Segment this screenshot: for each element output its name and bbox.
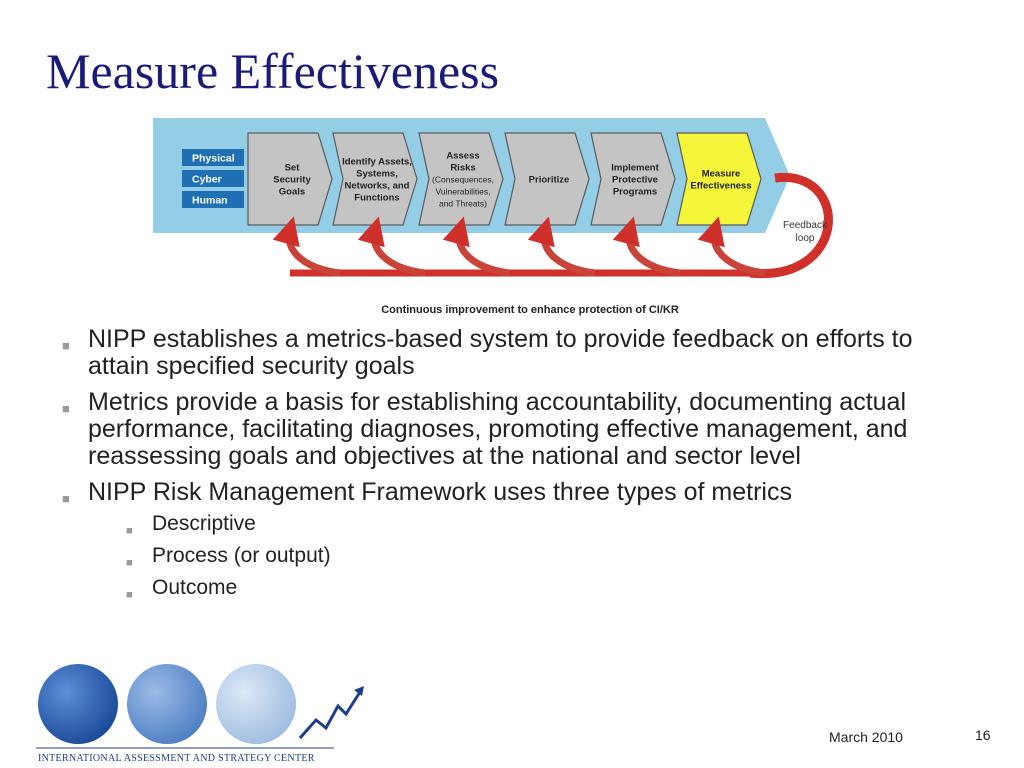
feedback-arc-4 bbox=[527, 216, 596, 277]
feedback-arc-5 bbox=[612, 216, 681, 277]
sub-bullet-square-icon: ■ bbox=[126, 557, 133, 569]
bullet-square-icon: ■ bbox=[62, 401, 70, 416]
process-step-4: Prioritize bbox=[504, 132, 590, 226]
step-label-line: Systems, bbox=[356, 169, 398, 180]
sub-bullet-item: ■ Outcome bbox=[126, 574, 962, 602]
bullet-text: Metrics provide a basis for establishing… bbox=[88, 388, 908, 470]
feedback-label-line-1: Feedback bbox=[783, 220, 828, 231]
sub-bullet-item: ■ Descriptive bbox=[126, 510, 962, 538]
feedback-loop-arrow bbox=[749, 172, 833, 279]
sub-bullet-text: Process (or output) bbox=[152, 544, 331, 567]
feedback-arc-2 bbox=[357, 216, 426, 277]
step-label-line: (Consequences, bbox=[432, 175, 494, 185]
diagram-caption: Continuous improvement to enhance protec… bbox=[381, 304, 679, 316]
category-label: Human bbox=[192, 195, 228, 207]
sub-bullet-square-icon: ■ bbox=[126, 525, 133, 537]
sub-bullet-text: Descriptive bbox=[152, 512, 256, 535]
step-label-line: Vulnerabilities, bbox=[436, 187, 491, 197]
feedback-arc-3 bbox=[442, 216, 511, 277]
iasc-globes-logo bbox=[36, 664, 364, 749]
slide-title: Measure Effectiveness bbox=[46, 43, 500, 99]
bullet-square-icon: ■ bbox=[62, 491, 70, 506]
category-box-physical bbox=[182, 149, 244, 166]
process-step-2: Identify Assets,Systems,Networks, andFun… bbox=[332, 132, 418, 226]
feedback-arc-6 bbox=[697, 216, 766, 277]
bullet-square-icon: ■ bbox=[62, 338, 70, 353]
step-label-line: Assess bbox=[446, 151, 479, 162]
bullet-item: ■ NIPP establishes a metrics-based system… bbox=[62, 326, 962, 380]
step-label-line: Networks, and bbox=[345, 181, 410, 192]
bullet-item: ■ NIPP Risk Management Framework uses thr… bbox=[62, 479, 962, 602]
step-label-line: Measure bbox=[702, 169, 741, 180]
slide-date: March 2010 bbox=[829, 729, 903, 745]
bullet-text: NIPP establishes a metrics-based system … bbox=[88, 325, 913, 380]
category-box-human bbox=[182, 191, 244, 208]
bullet-text: NIPP Risk Management Framework uses thre… bbox=[88, 478, 792, 506]
globe-dark bbox=[38, 664, 118, 744]
step-label-line: Security bbox=[273, 175, 311, 186]
step-label-line: and Threats) bbox=[439, 199, 487, 209]
feedback-arc-1 bbox=[272, 216, 341, 277]
growth-line bbox=[298, 691, 362, 739]
step-label-line: Protective bbox=[612, 175, 658, 186]
step-label-line: Prioritize bbox=[529, 175, 570, 186]
logo-text: INTERNATIONAL ASSESSMENT AND STRATEGY CE… bbox=[38, 753, 315, 764]
feedback-label-line-2: loop bbox=[796, 233, 815, 244]
step-label-line: Set bbox=[285, 163, 301, 174]
bullet-list: ■ NIPP establishes a metrics-based system… bbox=[62, 326, 962, 611]
category-box-cyber bbox=[182, 170, 244, 187]
sub-bullet-text: Outcome bbox=[152, 576, 238, 599]
category-label: Cyber bbox=[192, 174, 222, 186]
step-label-line: Identify Assets, bbox=[342, 157, 412, 168]
bullet-item: ■ Metrics provide a basis for establishin… bbox=[62, 389, 962, 470]
page-number: 16 bbox=[975, 727, 991, 743]
step-label-line: Functions bbox=[354, 193, 399, 204]
sub-bullet-square-icon: ■ bbox=[126, 589, 133, 601]
globe-light bbox=[216, 664, 296, 744]
step-label-line: Goals bbox=[279, 187, 305, 198]
globe-medium bbox=[127, 664, 207, 744]
step-label-line: Effectiveness bbox=[690, 181, 751, 192]
step-label-line: Implement bbox=[611, 163, 659, 174]
step-label-line: Programs bbox=[613, 187, 657, 198]
category-label: Physical bbox=[192, 153, 235, 165]
sub-bullet-item: ■ Process (or output) bbox=[126, 542, 962, 570]
step-label-line: Risks bbox=[450, 163, 475, 174]
